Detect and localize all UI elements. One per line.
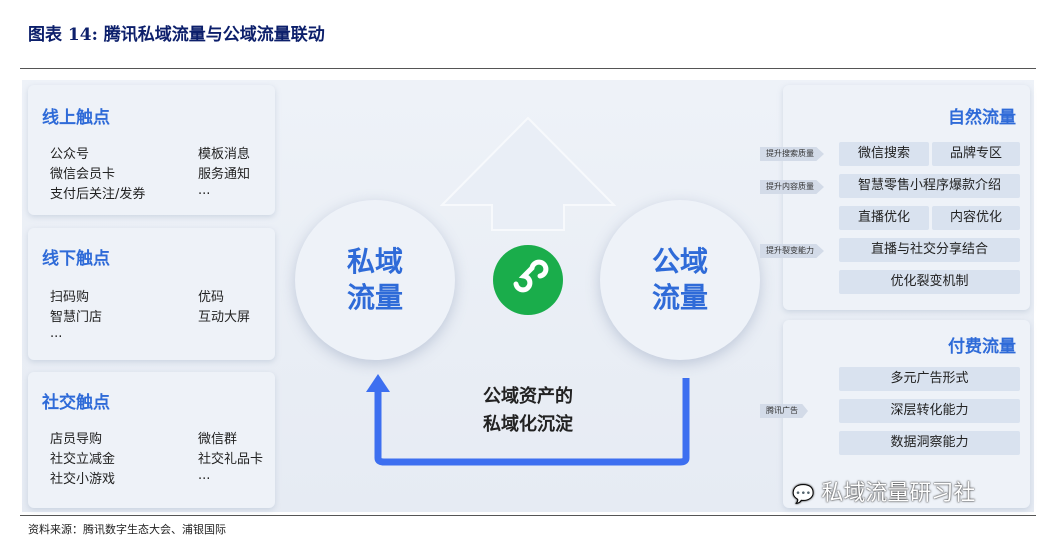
tag-label: 提升裂变能力	[760, 244, 824, 258]
chip: 多元广告形式	[839, 367, 1020, 391]
list-item: 微信群	[198, 432, 238, 447]
list-item: 公众号	[50, 147, 90, 162]
public-traffic-label: 公域 流量	[651, 245, 708, 314]
list-item: 社交小游戏	[50, 472, 116, 487]
private-traffic-circle: 私域 流量	[295, 200, 455, 360]
card-heading: 线上触点	[42, 108, 110, 128]
source-note: 资料来源：腾讯数字生态大会、浦银国际	[28, 523, 226, 536]
tag-label: 提升内容质量	[760, 180, 824, 194]
mini-program-logo-icon	[493, 245, 563, 315]
online-touchpoints-card: 线上触点 公众号 模板消息 微信会员卡 服务通知 支付后关注/发券 ...	[28, 85, 275, 215]
list-item: 智慧门店	[50, 310, 103, 325]
watermark-text: 私域流量研习社	[821, 481, 976, 506]
list-item: ...	[198, 468, 211, 483]
offline-touchpoints-card: 线下触点 扫码购 优码 智慧门店 互动大屏 ...	[28, 228, 275, 360]
chip: 品牌专区	[932, 142, 1020, 166]
public-traffic-circle: 公域 流量	[600, 200, 760, 360]
chip: 优化裂变机制	[839, 270, 1020, 294]
chip: 内容优化	[932, 206, 1020, 230]
arrow-head-icon	[366, 374, 390, 392]
loop-arrow	[374, 378, 690, 466]
list-item: 店员导购	[50, 432, 103, 447]
list-item: ...	[198, 183, 211, 198]
figure-title: 图表 14: 腾讯私域流量与公域流量联动	[28, 25, 325, 45]
watermark: 💬 私域流量研习社	[792, 475, 975, 507]
card-heading: 社交触点	[42, 393, 110, 413]
bottom-rule	[20, 515, 1036, 516]
chip: 智慧零售小程序爆款介绍	[839, 174, 1020, 198]
card-heading: 自然流量	[948, 108, 1016, 128]
list-item: 互动大屏	[198, 310, 251, 325]
chip: 深层转化能力	[839, 399, 1020, 423]
tag-label: 提升搜索质量	[760, 147, 824, 161]
wechat-icon: 💬	[792, 484, 815, 505]
chip: 直播与社交分享结合	[839, 238, 1020, 262]
chip: 微信搜索	[839, 142, 929, 166]
list-item: 服务通知	[198, 167, 251, 182]
list-item: 优码	[198, 290, 225, 305]
chip: 直播优化	[839, 206, 929, 230]
card-heading: 线下触点	[42, 249, 110, 269]
list-item: 扫码购	[50, 290, 90, 305]
list-item: 社交立减金	[50, 452, 116, 467]
list-item: 模板消息	[198, 147, 251, 162]
private-traffic-label: 私域 流量	[346, 245, 403, 314]
list-item: 社交礼品卡	[198, 452, 264, 467]
list-item: ...	[50, 326, 63, 341]
list-item: 支付后关注/发券	[50, 187, 146, 202]
list-item: 微信会员卡	[50, 167, 116, 182]
tencent-ads-tag: 腾讯广告	[760, 404, 808, 418]
chip: 数据洞察能力	[839, 431, 1020, 455]
up-arrow-icon	[439, 116, 617, 231]
card-heading: 付费流量	[948, 337, 1016, 357]
loop-label: 公域资产的 私域化沉淀	[483, 386, 573, 435]
diagram-panel: 线上触点 公众号 模板消息 微信会员卡 服务通知 支付后关注/发券 ... 线下…	[22, 80, 1034, 512]
top-rule	[20, 68, 1036, 69]
flow-arrows	[366, 116, 690, 466]
social-touchpoints-card: 社交触点 店员导购 微信群 社交立减金 社交礼品卡 社交小游戏 ...	[28, 372, 275, 508]
